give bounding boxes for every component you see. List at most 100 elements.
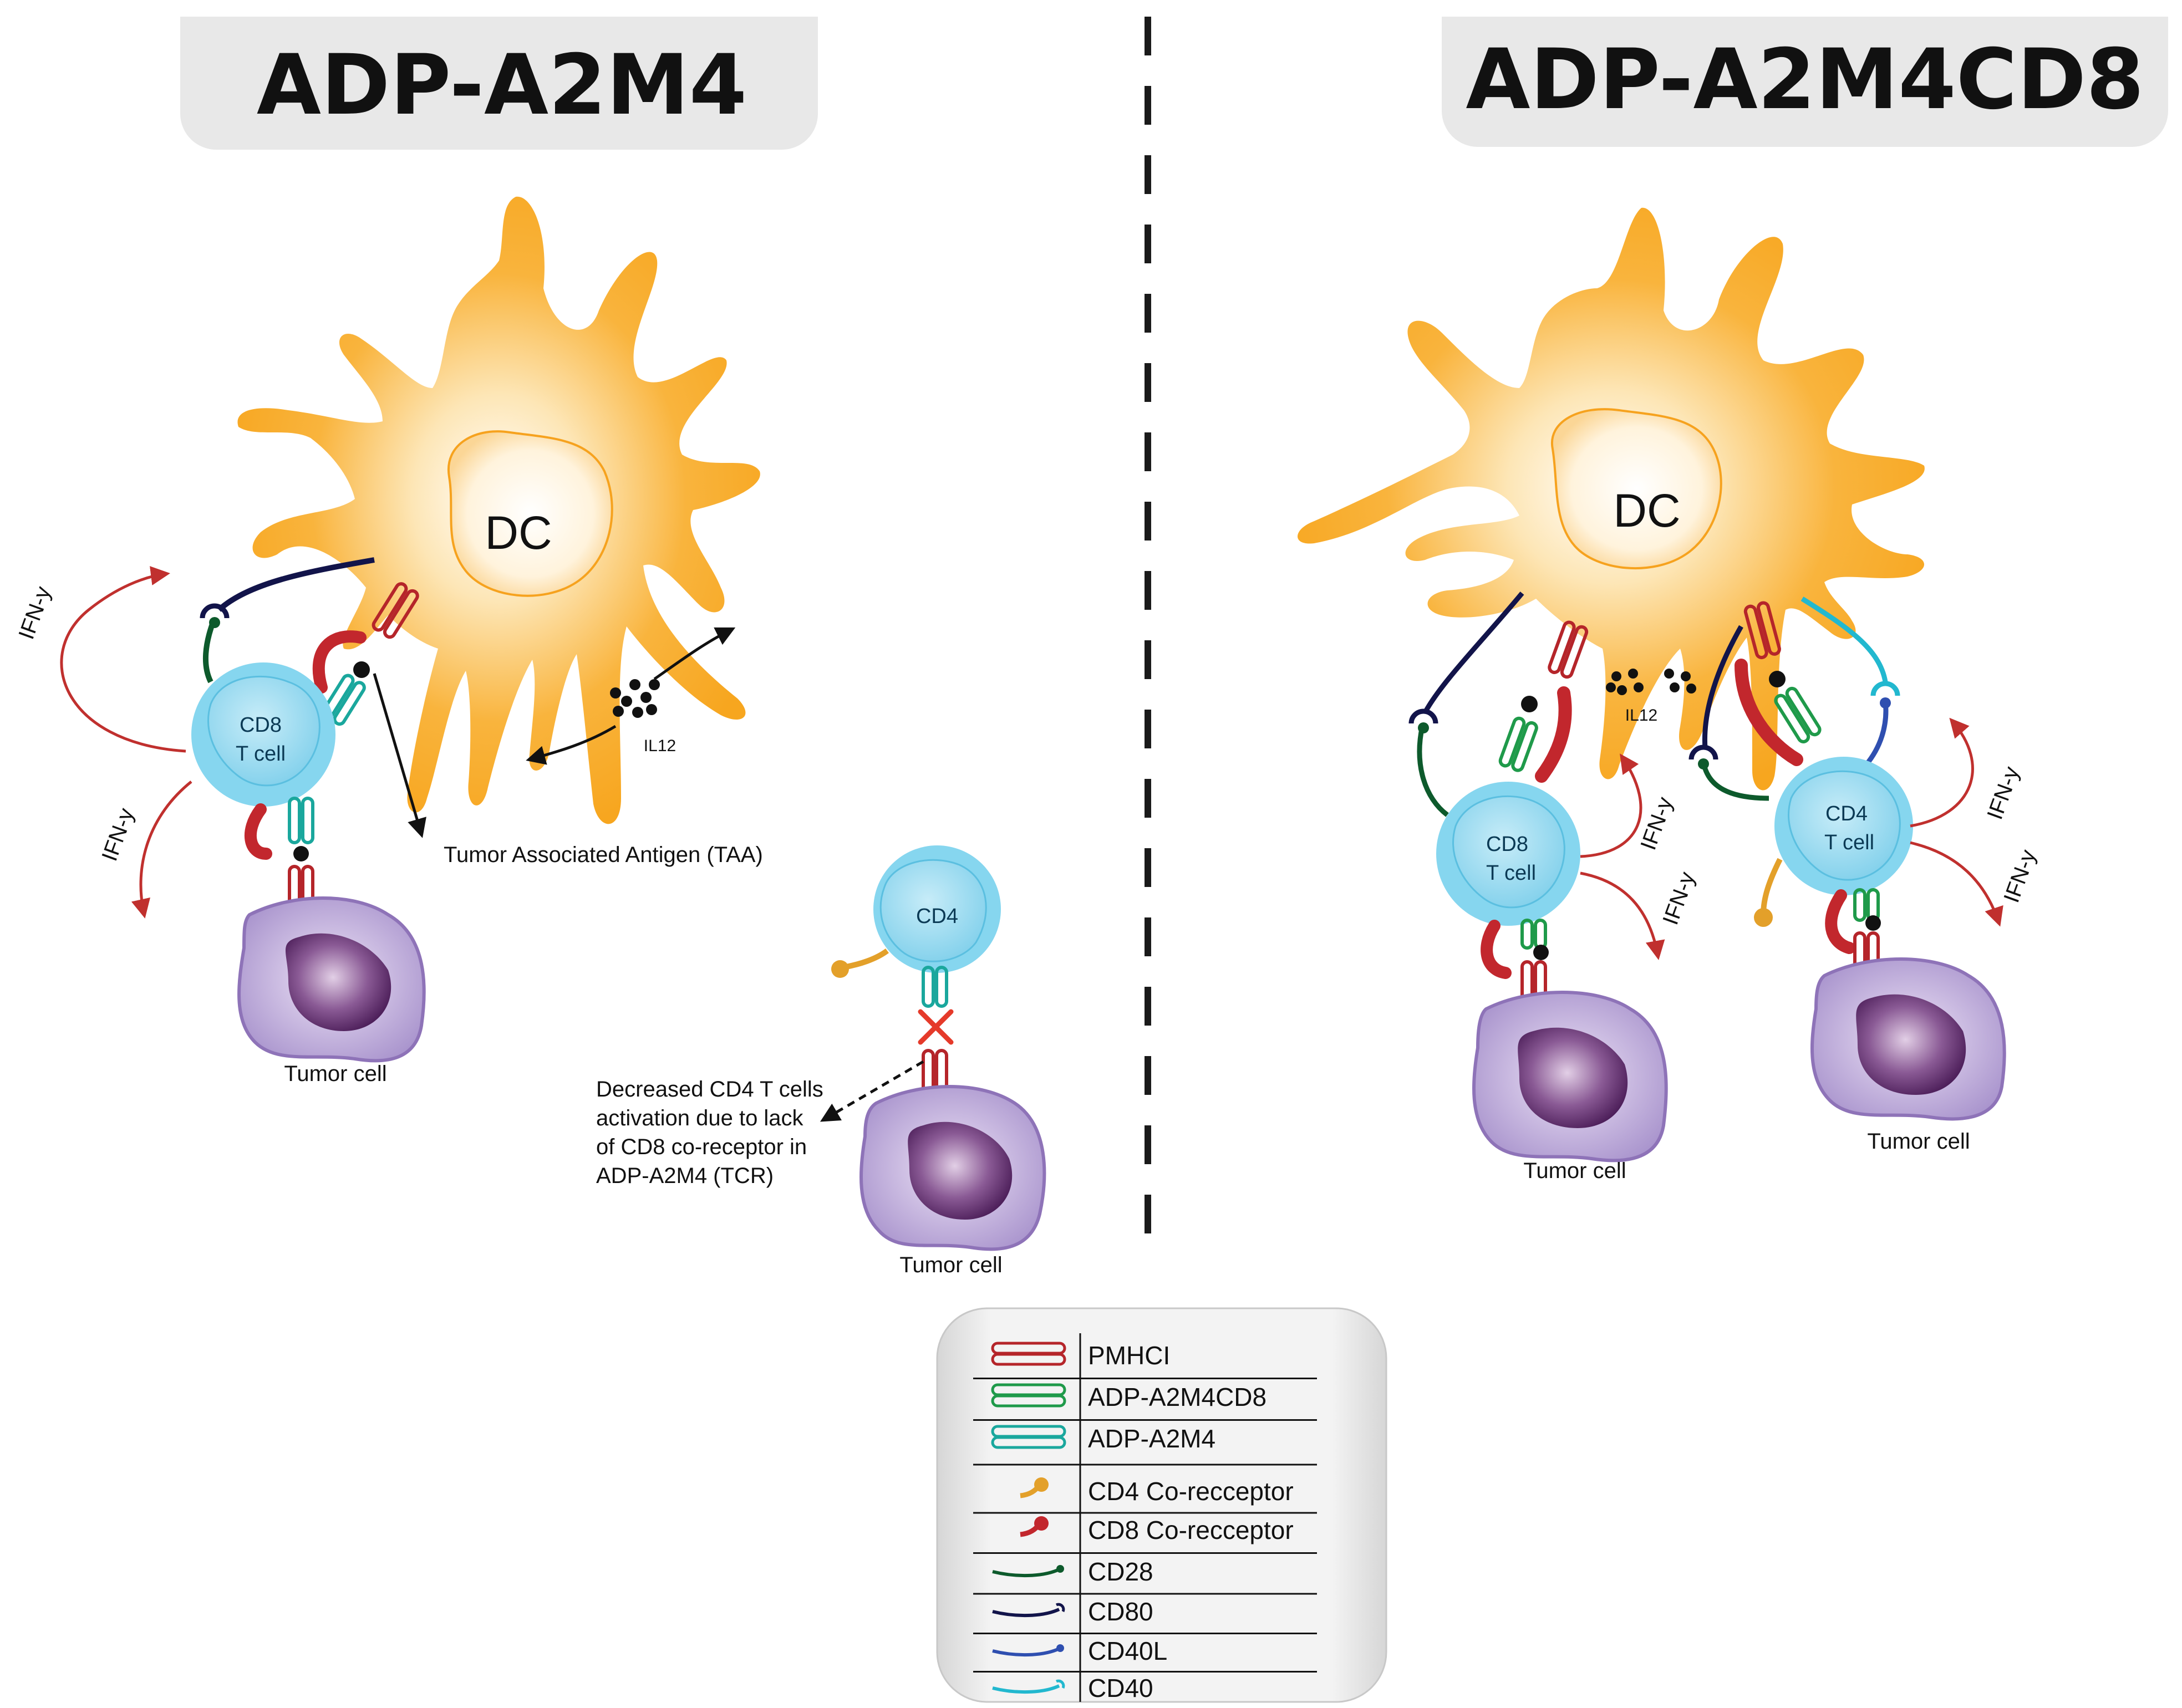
legend-label: CD8 Co-recceptor <box>1088 1516 1294 1544</box>
legend-label: ADP-A2M4CD8 <box>1088 1383 1267 1411</box>
left-tumor-label: Tumor cell <box>284 1062 386 1086</box>
right-title-box: ADP-A2M4CD8 <box>1442 17 2168 147</box>
left-il12-dots <box>610 679 660 718</box>
cd40-icon <box>992 1679 1065 1694</box>
legend-row: CD80 <box>973 1597 1317 1634</box>
cd4-coreceptor-icon <box>1020 1477 1049 1498</box>
left-antigen-dot-2 <box>293 846 309 861</box>
right-cd4-coreceptor-tip <box>1754 908 1773 927</box>
legend-label: CD40L <box>1088 1636 1167 1665</box>
right-cd8-coreceptor-bottom-1 <box>1481 920 1512 979</box>
legend-row: CD40L <box>973 1636 1317 1673</box>
right-cd28-tip-1 <box>1418 722 1429 733</box>
cd80-icon <box>992 1603 1065 1618</box>
right-tumor-cell-2 <box>1810 957 2006 1121</box>
left-ifn-arrow-1 <box>60 566 186 753</box>
left-cd8-coreceptor-top <box>312 630 367 694</box>
left-cd4-coreceptor <box>842 948 889 970</box>
right-tcr-cd8-top <box>1498 716 1538 772</box>
left-note-line-3: of CD8 co-receptor in <box>596 1135 807 1159</box>
left-cd4-tcr <box>922 966 948 1008</box>
right-tcr-cd8-bottom <box>1520 919 1547 950</box>
legend-label: CD80 <box>1088 1597 1153 1626</box>
legend-row: CD40 <box>992 1674 1153 1702</box>
left-cd80 <box>217 557 375 612</box>
legend-label: CD28 <box>1088 1557 1153 1586</box>
right-cd80-tip-1 <box>1408 708 1438 724</box>
left-tumor-cell <box>237 896 426 1063</box>
left-tumor-cell-2 <box>859 1085 1046 1251</box>
legend-row: CD4 Co-recceptor <box>973 1477 1317 1514</box>
left-cd28 <box>203 620 216 684</box>
right-tcr-cd4-top <box>1774 686 1822 743</box>
left-cd28-tip <box>209 617 220 628</box>
left-cd8-tcell: CD8 T cell <box>191 662 335 807</box>
right-tumor-label-2: Tumor cell <box>1867 1129 1970 1154</box>
adp-a2m4-icon <box>991 1425 1066 1449</box>
right-cd28-2 <box>1701 762 1769 801</box>
right-ifn-arrow-1 <box>1580 753 1642 858</box>
right-cd40 <box>1800 596 1888 682</box>
cd8-coreceptor-icon <box>1020 1516 1049 1537</box>
right-ifn-arrow-3 <box>1910 717 1974 828</box>
left-title-box: ADP-A2M4 <box>180 17 818 150</box>
left-note-arrow <box>820 1060 924 1122</box>
right-ifn-label-4: IFN-y <box>1999 847 2041 906</box>
right-cd80-1 <box>1423 592 1524 714</box>
right-cd4-label-2: T cell <box>1824 831 1874 854</box>
left-cd4-coreceptor-tip <box>831 960 849 978</box>
left-il12-label: IL12 <box>644 737 676 755</box>
left-note-line-4: ADP-A2M4 (TCR) <box>596 1164 774 1188</box>
legend-label: CD4 Co-recceptor <box>1088 1477 1294 1506</box>
right-cd80-tip-2 <box>1688 745 1718 760</box>
legend-label: CD40 <box>1088 1674 1153 1702</box>
left-note-line-2: activation due to lack <box>596 1106 804 1130</box>
right-cd8-coreceptor-top-2 <box>1735 659 1803 766</box>
left-tumor-label-2: Tumor cell <box>899 1253 1002 1277</box>
right-dc-label: DC <box>1613 485 1680 537</box>
legend-label: ADP-A2M4 <box>1088 1424 1215 1453</box>
legend-row: CD8 Co-recceptor <box>973 1516 1317 1554</box>
left-cd8-label-2: T cell <box>236 742 286 766</box>
left-title: ADP-A2M4 <box>257 37 747 134</box>
left-il12-arrow-2 <box>526 725 617 765</box>
right-cd28-tip-2 <box>1698 758 1709 769</box>
right-tumor-label-1: Tumor cell <box>1523 1159 1626 1183</box>
legend-row: ADP-A2M4CD8 <box>973 1383 1317 1421</box>
legend-row: CD28 <box>973 1557 1317 1595</box>
right-cd8-label-1: CD8 <box>1486 833 1528 856</box>
cd28-icon <box>992 1565 1064 1578</box>
right-antigen-dot-2 <box>1533 945 1549 960</box>
right-cd4-tcell: CD4 T cell <box>1774 757 1913 895</box>
left-dendritic-cell: DC <box>237 196 760 824</box>
left-blocked-x-icon <box>918 1009 954 1045</box>
right-cd4-label-1: CD4 <box>1825 802 1868 825</box>
right-title: ADP-A2M4CD8 <box>1466 32 2144 128</box>
right-il12-dots <box>1606 669 1696 695</box>
right-cd4-coreceptor <box>1761 858 1783 915</box>
right-antigen-dot-1 <box>1521 696 1538 712</box>
left-dc-label: DC <box>485 507 552 559</box>
legend-label: PMHCI <box>1088 1341 1170 1370</box>
left-cd4-label: CD4 <box>916 905 958 928</box>
legend-row: ADP-A2M4 <box>973 1424 1317 1466</box>
right-pmhc-dc-2 <box>1743 601 1781 660</box>
right-ifn-arrow-4 <box>1910 841 2003 927</box>
left-cd8-coreceptor-bottom <box>244 803 272 860</box>
left-cd4-tcell: CD4 <box>873 845 1001 973</box>
left-ifn-label-1: IFN-y <box>14 583 55 643</box>
right-cd40-tip <box>1870 681 1900 696</box>
left-antigen-dot <box>353 661 370 678</box>
right-cd8-tcell: CD8 T cell <box>1436 782 1580 926</box>
adp-a2m4cd8-icon <box>991 1383 1066 1408</box>
left-note: Decreased CD4 T cells activation due to … <box>596 1077 823 1188</box>
left-il12-arrow-1 <box>653 627 736 681</box>
right-antigen-dot-4 <box>1865 915 1881 931</box>
left-ifn-arrow-2 <box>131 781 192 919</box>
right-tumor-cell-1 <box>1472 991 1668 1163</box>
left-taa-label: Tumor Associated Antigen (TAA) <box>444 843 763 867</box>
left-tcr-bottom <box>288 797 314 844</box>
legend-row: PMHCI <box>973 1341 1317 1379</box>
right-cd8-coreceptor-top-1 <box>1535 686 1572 783</box>
